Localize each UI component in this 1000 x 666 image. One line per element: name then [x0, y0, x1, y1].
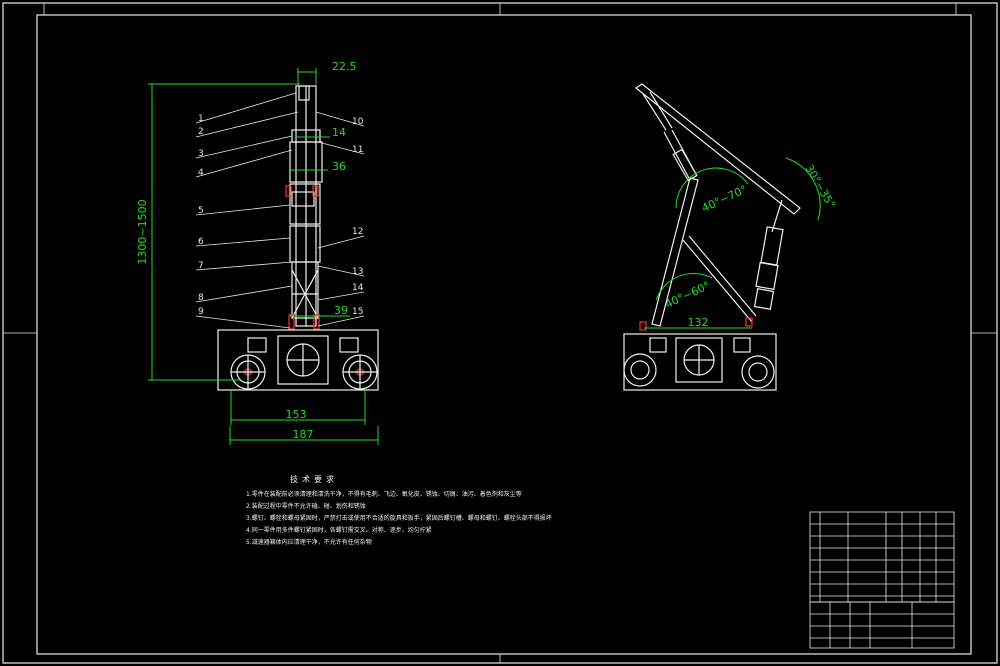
- part-number: 13: [352, 267, 363, 277]
- part-number: 10: [352, 117, 364, 127]
- part-callouts-left: 1 2 3 4 5 6 7 8 9: [195, 92, 299, 329]
- part-number: 7: [198, 261, 204, 271]
- note-item: 1.零件在装配前必须清理和清洗干净，不得有毛刺、飞边、氧化皮、锈蚀、切屑、油污、…: [246, 490, 522, 498]
- side-view: 40°~70° 30°~35° 40°~60° 132: [623, 83, 838, 391]
- dim-width-low: 39: [334, 304, 348, 317]
- dim-width-mid: 36: [332, 160, 346, 173]
- part-number: 14: [352, 283, 364, 293]
- part-number: 12: [352, 227, 363, 237]
- part-number: 15: [352, 307, 363, 317]
- angle-base: 40°~60°: [663, 279, 712, 311]
- angle-arm: 40°~70°: [700, 183, 749, 215]
- dim-width-col: 14: [332, 126, 346, 139]
- dim-width-top: 22.5: [332, 60, 357, 73]
- part-number: 8: [198, 293, 204, 303]
- part-number: 4: [198, 168, 204, 178]
- note-item: 3.螺钉、螺栓和螺母紧固时，严禁打击或使用不合适的旋具和扳手，紧固后螺钉槽、螺母…: [246, 514, 552, 522]
- front-left-wheel: [230, 354, 266, 390]
- dim-height-range: 1300~1500: [136, 199, 149, 264]
- front-view: 1300~1500 22.5 14 36 39 153 187: [136, 60, 379, 445]
- dim-overall-width: 187: [293, 428, 314, 441]
- note-item: 4.同一零件用多件螺钉紧固时，各螺钉需交叉、对称、逐步、均匀拧紧: [246, 526, 432, 534]
- part-number: 2: [198, 127, 204, 137]
- part-number: 6: [198, 237, 204, 247]
- note-item: 2.装配过程中零件不允许磕、碰、划伤和锈蚀: [246, 502, 366, 510]
- part-callouts-right: 10 11 12 13 14 15: [315, 111, 365, 327]
- title-block: [809, 511, 955, 649]
- part-number: 9: [198, 307, 204, 317]
- notes-title: 技术要求: [290, 474, 338, 484]
- part-number: 1: [198, 114, 204, 124]
- part-number: 11: [352, 145, 363, 155]
- part-number: 5: [198, 206, 204, 216]
- front-dimensions: 1300~1500 22.5 14 36 39 153 187: [136, 60, 379, 445]
- note-item: 5.减速器箱体内应清理干净，不允许有任何杂物: [246, 538, 372, 546]
- dim-wheel-base: 153: [286, 408, 307, 421]
- dim-base-span: 132: [688, 316, 709, 329]
- part-number: 3: [198, 149, 204, 159]
- technical-requirements: 技术要求 1.零件在装配前必须清理和清洗干净，不得有毛刺、飞边、氧化皮、锈蚀、切…: [246, 474, 552, 546]
- front-right-wheel: [342, 354, 378, 390]
